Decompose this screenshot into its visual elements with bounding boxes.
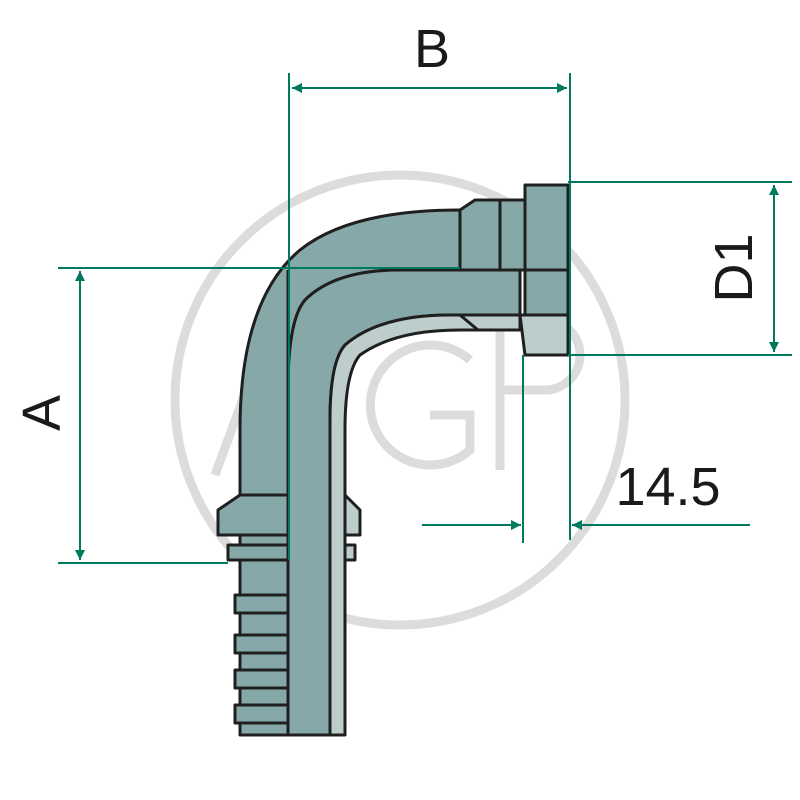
dimension-label-b: B [414,19,450,79]
fitting-body [216,183,570,737]
dimension-label-d1: D1 [704,233,764,302]
dimension-lines [58,73,792,564]
dimension-label-a: A [12,395,72,431]
dimension-label-offset: 14.5 [615,457,720,517]
